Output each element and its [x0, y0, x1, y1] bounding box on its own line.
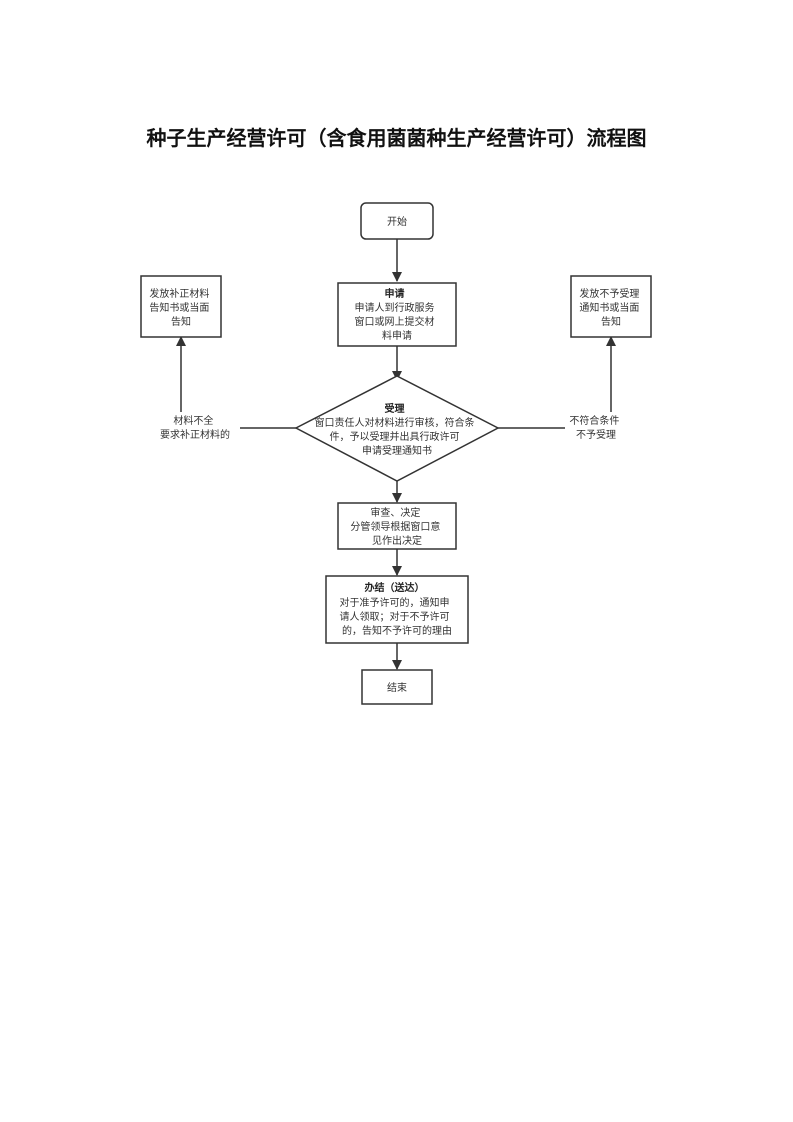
edge-label-incomplete: 材料不全 要求补正材料的: [160, 414, 230, 441]
edge-label-line: 不符合条件: [569, 414, 619, 427]
node-apply-line: 申请人到行政服务: [354, 301, 434, 314]
node-start-label: 开始: [387, 215, 407, 228]
edge-label-line: 材料不全: [173, 414, 213, 427]
svg-text:办结（送达） 对于准予许可的，通知申: 办结（送达） 对于准予许可的，通知申 请人领取；对于不予许可 的，告知不予许可的…: [339, 576, 454, 637]
node-accept: 受理 窗口责任人对材料进行审核，符合条 件，予以受理并出具行政许可 申请受理通知…: [294, 375, 500, 482]
node-reject-line: 告知: [601, 315, 621, 328]
page-title: 种子生产经营许可（含食用菌菌种生产经营许可）流程图: [146, 126, 647, 150]
node-accept-line: 窗口责任人对材料进行审核，符合条: [314, 416, 474, 429]
svg-text:审查、决定 分管领导根据窗口意 见作: 审查、决定 分管领导根据窗口意 见作出决定: [350, 506, 443, 547]
node-supplement-line: 告知书或当面: [149, 301, 209, 314]
node-conclude-line: 的，告知不予许可的理由: [342, 624, 452, 637]
node-supplement-line: 告知: [171, 315, 191, 328]
node-end-label: 结束: [387, 681, 407, 694]
node-review-line: 分管领导根据窗口意: [350, 520, 440, 533]
edge-label-line: 要求补正材料的: [160, 428, 230, 441]
node-review-line: 见作出决定: [372, 534, 422, 547]
node-conclude-heading: 办结（送达）: [364, 581, 424, 594]
node-accept-line: 申请受理通知书: [362, 444, 432, 457]
node-apply-heading: 申请: [384, 287, 404, 300]
node-start: 开始: [360, 202, 434, 240]
node-accept-line: 件，予以受理并出具行政许可: [329, 430, 459, 443]
node-apply: 申请 申请人到行政服务 窗口或网上提交材 料申请: [337, 282, 457, 347]
node-conclude: 办结（送达） 对于准予许可的，通知申 请人领取；对于不予许可 的，告知不予许可的…: [325, 575, 469, 644]
edge-label-line: 不予受理: [576, 429, 616, 441]
node-reject-line: 发放不予受理: [579, 287, 639, 300]
svg-text:受理 窗口责任人对材料进行审核，符合条: 受理 窗口责任人对材料进行审核，符合条 件，予以受理并出具行政许可 申请受理通知…: [314, 397, 479, 457]
node-review-line: 审查、决定: [370, 506, 420, 519]
svg-text:发放不予受理 通知书或当面 告知: 发放不予受理 通知书或当面 告知: [579, 287, 642, 328]
node-apply-line: 窗口或网上提交材: [354, 315, 434, 328]
node-conclude-line: 请人领取；对于不予许可: [339, 610, 449, 623]
node-supplement: 发放补正材料 告知书或当面 告知: [140, 275, 222, 338]
node-review: 审查、决定 分管领导根据窗口意 见作出决定: [337, 502, 457, 550]
svg-text:申请 申请人到行政服务 窗口或网上提: 申请 申请人到行政服务 窗口或网上提交材 料申请: [354, 282, 439, 342]
edge-label-ineligible: 不符合条件 不予受理: [569, 414, 622, 441]
node-apply-line: 料申请: [382, 329, 412, 342]
node-reject-line: 通知书或当面: [579, 301, 639, 314]
node-end: 结束: [361, 669, 433, 705]
node-reject: 发放不予受理 通知书或当面 告知: [570, 275, 652, 338]
node-supplement-line: 发放补正材料: [149, 287, 209, 300]
node-conclude-line: 对于准予许可的，通知申: [339, 596, 449, 609]
node-accept-heading: 受理: [384, 402, 404, 415]
svg-text:发放补正材料 告知书或当面 告知: 发放补正材料 告知书或当面 告知: [149, 287, 212, 328]
